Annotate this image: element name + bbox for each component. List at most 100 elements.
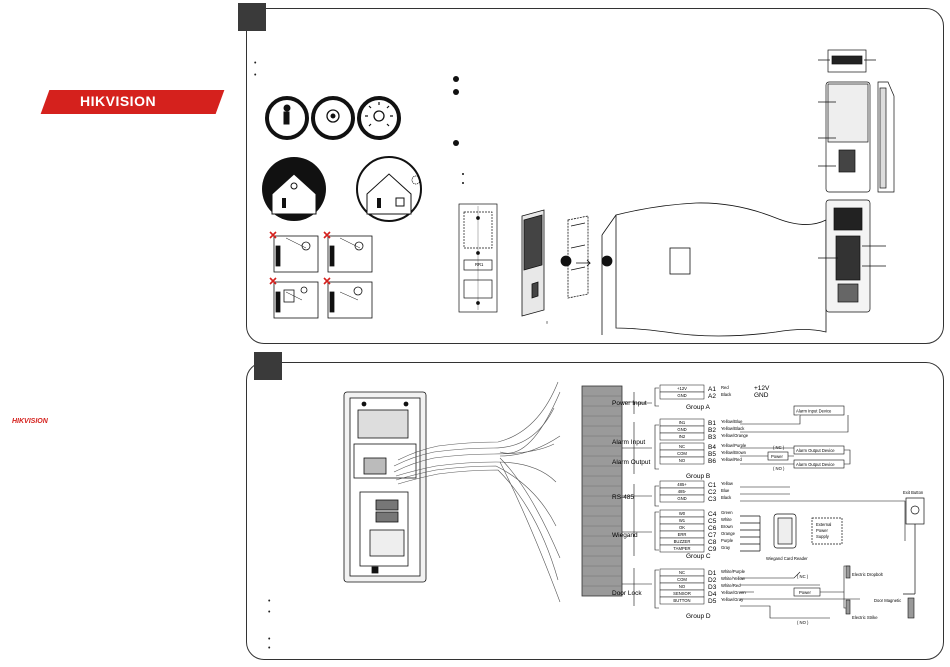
wire-color: Yellow/Brown <box>721 450 747 455</box>
wire-color: Blue <box>721 488 730 493</box>
terminal-name: BUZZER <box>674 539 691 544</box>
terminal-box <box>659 456 705 465</box>
alarm-output-title: Alarm Output <box>612 459 650 466</box>
terminal-name: +12V <box>677 386 687 391</box>
cable-bundle <box>393 381 561 603</box>
wire-color: Yellow <box>721 481 734 486</box>
terminal-pin: D3 <box>708 584 717 591</box>
terminal-pin: A2 <box>708 393 716 400</box>
wire-color: White <box>721 517 732 522</box>
terminal-pin: D4 <box>708 591 717 598</box>
terminal-name: ERR <box>678 532 687 537</box>
power-input-title: Power Input <box>612 400 647 407</box>
exit-button-label: Exit Button <box>903 490 924 495</box>
wire-color: Black <box>721 392 732 397</box>
terminal-pin: A1 <box>708 386 716 393</box>
terminal-pin: C5 <box>708 518 717 525</box>
door-lock-no: ( NO ) <box>797 620 809 625</box>
terminal-name: TAMPER <box>673 546 690 551</box>
wire-color: White/Yellow <box>721 576 746 581</box>
bullet-1: • <box>254 60 257 67</box>
wiring-diagram: Power Input Alarm Input Alarm Output RS-… <box>343 381 925 625</box>
electric-strike-label: Electric Strike <box>852 615 878 620</box>
terminal-name: 485- <box>678 489 687 494</box>
wire-color: Red <box>721 385 729 390</box>
terminal-name: GND <box>677 496 686 501</box>
terminal-name: SENSOR <box>673 591 691 596</box>
group-a-label: Group A <box>686 404 711 411</box>
terminal-name: IN1 <box>679 420 686 425</box>
terminal-box <box>659 494 705 503</box>
wiegand-reader-label: Wiegand Card Reader <box>766 556 808 561</box>
alarm-input-device-label: Alarm Input Device <box>796 409 832 414</box>
terminal-pin: C4 <box>708 511 717 518</box>
terminal-name: GND <box>677 427 686 432</box>
external-power-1: External <box>816 522 831 527</box>
connector-block <box>581 385 623 597</box>
terminal-pin: B3 <box>708 434 716 441</box>
external-power-3: Supply <box>816 534 830 539</box>
terminal-pin: C9 <box>708 546 717 553</box>
terminal-pin: B1 <box>708 420 716 427</box>
device-views <box>818 49 895 313</box>
terminal-pin: C8 <box>708 539 717 546</box>
wire-color: Yellow/Gray <box>721 597 744 602</box>
installation-illustrations: ◊ RR1 <box>262 49 895 337</box>
terminal-name: NO <box>679 584 686 589</box>
note-bullet-4: • <box>268 645 271 652</box>
brand-logo: HIKVISION <box>80 93 157 109</box>
door-lock-wiring <box>740 565 915 619</box>
external-power-2: Power <box>816 528 828 533</box>
group-d-label: Group D <box>686 613 711 620</box>
device-back <box>343 391 427 583</box>
wire-color: Yellow/Red <box>721 457 742 462</box>
terminal-name: NO <box>679 458 686 463</box>
step-1-marker <box>238 3 266 31</box>
rs485-title: RS-485 <box>612 494 634 501</box>
wire-color: Yellow/Blue <box>721 419 743 424</box>
terminal-pin: C1 <box>708 482 717 489</box>
terminal-name: BUTTON <box>673 598 690 603</box>
door-lock-nc: ( NC ) <box>797 574 809 579</box>
wire-color: White/Purple <box>721 569 746 574</box>
wire-color: Black <box>721 495 732 500</box>
terminal-box <box>659 544 705 553</box>
group-b-label: Group B <box>686 473 710 480</box>
wire-color: Purple <box>721 538 734 543</box>
terminal-name: COM <box>677 577 687 582</box>
wiegand-reader <box>740 513 843 552</box>
house-icons <box>262 156 422 222</box>
mounting-template <box>458 203 498 313</box>
terminal-pin: C2 <box>708 489 717 496</box>
terminal-name: 485+ <box>677 482 687 487</box>
note-bullet-3: • <box>268 636 271 643</box>
terminal-name: OK <box>679 525 685 530</box>
group-c-label: Group C <box>686 553 711 560</box>
rs485-wiring <box>740 486 906 541</box>
terminal-name: NC <box>679 444 685 449</box>
terminal-name: NC <box>679 570 685 575</box>
wrong-placements <box>273 235 373 319</box>
exit-button <box>903 497 925 595</box>
terminal-pin: B2 <box>708 427 716 434</box>
bullet-2: • <box>254 72 257 79</box>
terminal-name: W1 <box>679 518 686 523</box>
terminal-pin: B4 <box>708 444 716 451</box>
terminal-name: COM <box>677 451 687 456</box>
alarm-output-no: ( NO ) <box>773 466 785 471</box>
wiegand-title: Wiegand <box>612 532 638 539</box>
terminal-name: W0 <box>679 511 686 516</box>
door-lock-power: Power <box>799 590 811 595</box>
terminal-value: GND <box>754 392 769 399</box>
door-lock-title: Door Lock <box>612 590 642 597</box>
electric-dropbolt-label: Electric Dropbolt <box>852 572 884 577</box>
light-icons <box>265 96 401 140</box>
wire-color: White/Red <box>721 583 741 588</box>
terminal-pin: C7 <box>708 532 717 539</box>
brand-small-logo: HIKVISION <box>12 418 48 425</box>
wire-color: Brown <box>721 524 734 529</box>
terminal-name: IN2 <box>679 434 686 439</box>
terminal-value: +12V <box>754 385 770 392</box>
wire-color: Green <box>721 510 733 515</box>
